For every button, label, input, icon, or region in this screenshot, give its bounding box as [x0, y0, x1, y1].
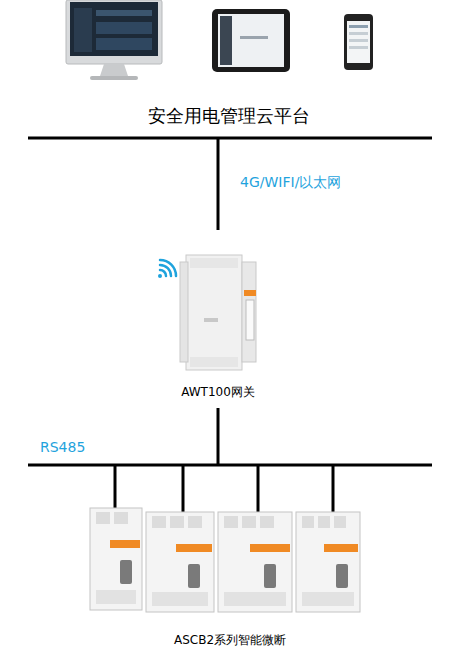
drop-line: [332, 465, 335, 512]
bus-line: [28, 464, 432, 467]
edge-label: RS485: [38, 439, 87, 455]
gateway-node: AWT100网关: [150, 230, 286, 408]
bus-line: [28, 137, 432, 140]
node-label: 安全用电管理云平台: [20, 104, 438, 128]
breaker-group-node: ASCB2系列智能微断: [70, 465, 390, 655]
phone-icon: [344, 14, 373, 70]
tablet-icon: [212, 9, 290, 72]
platform-node: 安全用电管理云平台: [20, 0, 438, 138]
monitor-icon: [66, 0, 162, 80]
breaker-1: [90, 508, 142, 610]
breaker-2: [146, 512, 214, 612]
node-label: ASCB2系列智能微断: [70, 632, 390, 649]
gateway-device: [180, 255, 256, 370]
breaker-4: [296, 512, 360, 612]
wifi-icon: [158, 260, 176, 278]
drop-line: [114, 465, 117, 508]
breaker-3: [218, 512, 292, 612]
node-label: AWT100网关: [150, 384, 286, 401]
drop-line: [257, 465, 260, 512]
connector-line: [217, 138, 220, 230]
edge-label: 4G/WIFI/以太网: [238, 174, 343, 192]
connector-line: [217, 408, 220, 465]
drop-line: [182, 465, 185, 512]
